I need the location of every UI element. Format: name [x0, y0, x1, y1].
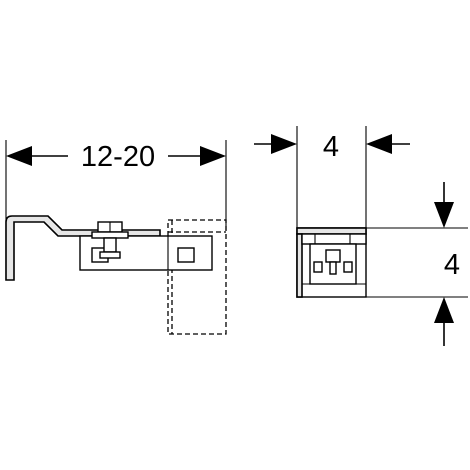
width-label: 4: [323, 131, 339, 163]
arrow-right-icon: [200, 146, 226, 166]
end-bolt-head: [325, 249, 341, 263]
dimension-label: 12-20: [81, 141, 155, 173]
dimension-width: 4: [254, 126, 410, 228]
plate-slot-right: [177, 247, 195, 263]
height-label: 4: [444, 249, 460, 281]
end-slot-left: [313, 261, 323, 273]
bracket-end-profile: [296, 227, 367, 298]
end-bolt-shank: [329, 261, 337, 275]
end-slot-right: [343, 261, 353, 273]
dimension-12-20: 12-20: [6, 141, 226, 173]
arrow-left-icon: [6, 146, 32, 166]
side-view: 12-20: [5, 140, 227, 335]
bolt-icon: [91, 221, 129, 259]
arrow-up-icon: [434, 297, 454, 323]
end-view: 4 4: [254, 126, 468, 346]
arrow-down-icon: [434, 202, 454, 228]
arrow-right-icon: [271, 134, 297, 154]
arrow-left-icon: [366, 134, 392, 154]
dimension-height: 4: [366, 182, 468, 346]
